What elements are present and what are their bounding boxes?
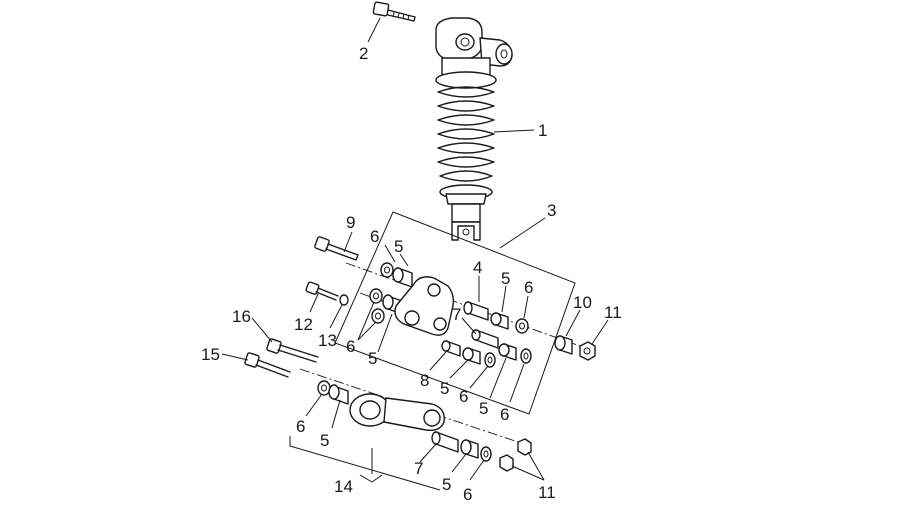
part-2-top-bolt — [372, 1, 416, 22]
callout-6: 6 — [463, 485, 472, 504]
callout-5: 5 — [479, 399, 488, 418]
part-6-washer-upper-right — [515, 318, 529, 334]
callout-9: 9 — [346, 213, 355, 232]
part-13-washer — [339, 294, 349, 306]
part-11-nut-upper — [579, 341, 596, 361]
part-7-spacer-lower — [431, 431, 459, 453]
callout-13: 13 — [318, 331, 337, 350]
callout-5: 5 — [394, 237, 403, 256]
callout-6: 6 — [346, 337, 355, 356]
callout-8: 8 — [420, 371, 429, 390]
part-10-nut — [554, 335, 573, 355]
callout-6: 6 — [500, 405, 509, 424]
part-12-small-bolt — [305, 281, 339, 301]
part-1-shock-absorber — [435, 17, 513, 241]
part-5-bushing-lower-right — [498, 343, 517, 361]
part-6-washer-mid-left — [369, 288, 385, 324]
callout-5: 5 — [440, 379, 449, 398]
part-11-nut-lower-pair — [499, 438, 532, 472]
part-6-washer-upper-left — [380, 262, 394, 278]
part-6-washer-lower-right — [520, 348, 532, 364]
part-8-spacer — [441, 340, 461, 357]
callout-11: 11 — [538, 483, 556, 502]
callout-12: 12 — [294, 315, 313, 334]
linkage-rocker — [394, 276, 455, 336]
callout-14: 14 — [334, 477, 353, 496]
callout-1: 1 — [538, 121, 547, 140]
callout-6: 6 — [296, 417, 305, 436]
part-6-washer-bottom — [480, 446, 492, 462]
callout-6: 6 — [370, 227, 379, 246]
callout-15: 15 — [201, 345, 220, 364]
part-5-bushing-lower-center — [462, 347, 481, 365]
part-5-bushing-upper-right — [490, 312, 509, 330]
part-7-spacer-upper — [471, 329, 499, 349]
part-6-washer-lower-left — [317, 380, 331, 396]
callout-5: 5 — [368, 349, 377, 368]
callout-2: 2 — [359, 44, 368, 63]
part-14-lower-link — [349, 393, 445, 432]
callout-4: 4 — [473, 258, 482, 277]
part-15-long-bolt — [244, 352, 291, 378]
part-16-long-bolt — [266, 338, 319, 363]
part-5-bushing-lower-left — [328, 384, 349, 405]
part-5-bushing-upper-left — [392, 267, 413, 288]
callout-7: 7 — [414, 459, 423, 478]
callout-3: 3 — [547, 201, 556, 220]
part-9-bolt — [314, 236, 359, 261]
callout-7: 7 — [452, 305, 461, 324]
part-3-linkage-kit-frame — [334, 211, 576, 415]
callout-6: 6 — [459, 387, 468, 406]
callout-5: 5 — [442, 475, 451, 494]
callout-6: 6 — [524, 278, 533, 297]
callout-5: 5 — [501, 269, 510, 288]
part-4-spacer — [463, 301, 489, 321]
callout-10: 10 — [573, 293, 592, 312]
callout-11: 11 — [604, 303, 622, 322]
callout-16: 16 — [232, 307, 251, 326]
part-6-washer-lower-center — [484, 352, 496, 368]
part-5-bushing-bottom — [460, 439, 479, 459]
callout-5: 5 — [320, 431, 329, 450]
